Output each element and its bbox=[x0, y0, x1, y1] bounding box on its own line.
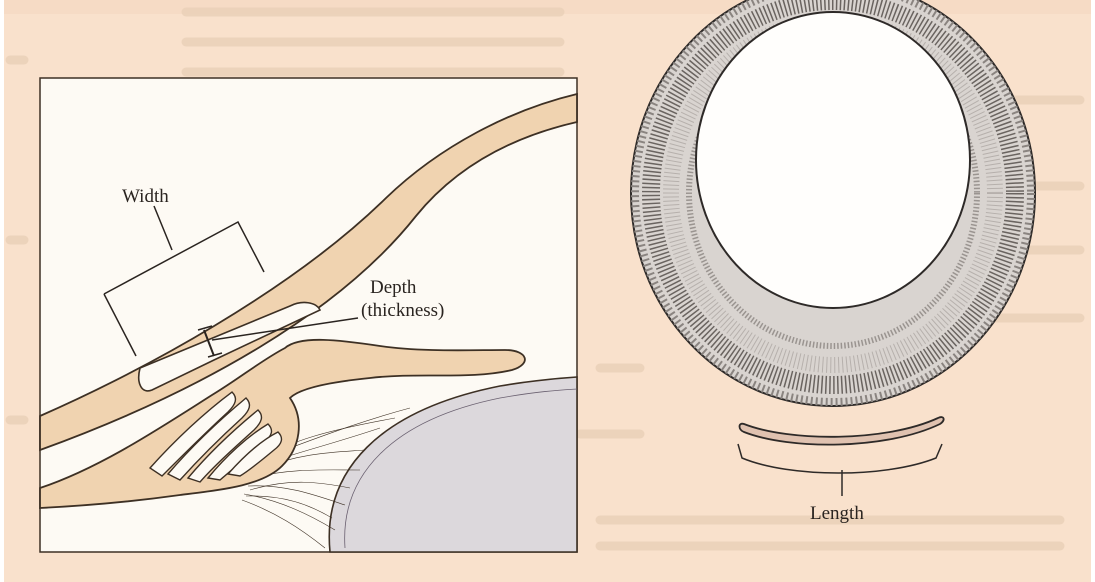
limbus-ring bbox=[631, 0, 1035, 406]
thickness-label: (thickness) bbox=[361, 300, 444, 322]
ring-inner-opening bbox=[696, 12, 970, 308]
length-label: Length bbox=[810, 503, 864, 525]
scan-left-border bbox=[0, 0, 4, 582]
scan-right-border bbox=[1091, 0, 1095, 582]
width-label: Width bbox=[122, 186, 169, 208]
depth-label: Depth bbox=[370, 277, 416, 299]
